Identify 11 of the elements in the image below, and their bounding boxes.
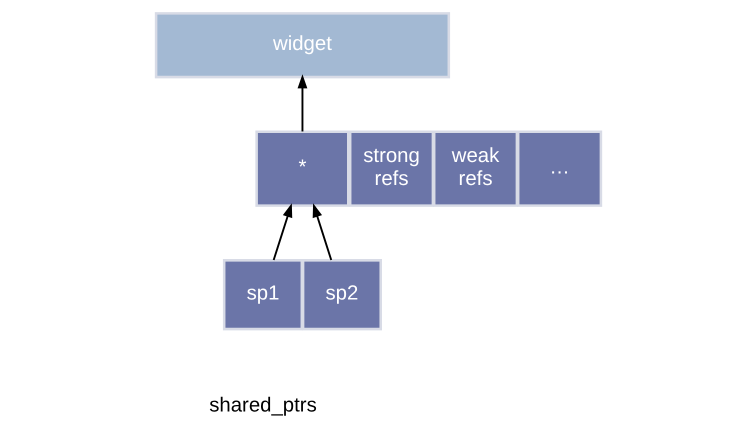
node-box: strong refs: [348, 130, 434, 207]
label: shared_ptrs: [208, 394, 316, 417]
node-box: …: [516, 130, 602, 207]
arrow: [297, 74, 307, 132]
arrow: [272, 203, 292, 260]
node-box: weak refs: [432, 130, 518, 207]
node-box: sp2: [301, 259, 382, 330]
node-box: widget: [154, 12, 450, 78]
node-box: *: [254, 130, 350, 207]
node-box: sp1: [222, 259, 303, 330]
arrow: [312, 203, 332, 260]
